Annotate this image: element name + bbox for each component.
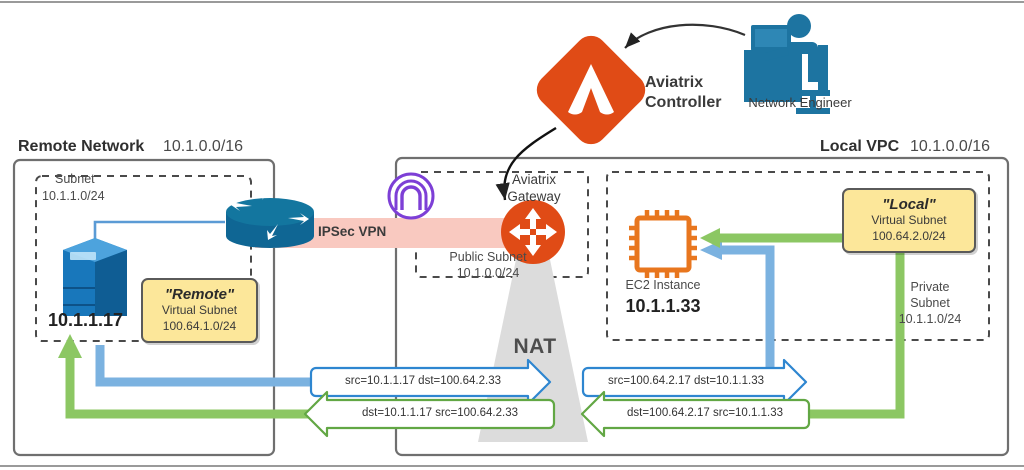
network-engineer-icon <box>744 14 830 114</box>
public-subnet-boundary <box>415 171 589 278</box>
server-tower-icon <box>63 238 127 316</box>
aviatrix-gateway-icon <box>501 200 565 264</box>
nat-label: NAT <box>513 335 557 358</box>
remote-virtual-subnet-cidr: 100.64.1.0/24 <box>162 318 237 333</box>
network-engineer-label: Network Engineer <box>748 95 852 110</box>
packet-return-left-shape <box>303 390 556 438</box>
packet-forward-left-shape <box>309 358 552 406</box>
router-icon <box>226 184 314 248</box>
local-virtual-subnet-cidr: 100.64.2.0/24 <box>872 228 946 243</box>
server-router-link <box>93 220 225 240</box>
remote-subnet-label: Subnet <box>55 172 95 186</box>
remote-network-title: Remote Network <box>18 138 145 155</box>
local-vpc-boundary <box>394 156 1010 457</box>
aviatrix-controller-label-2: Controller <box>645 94 722 111</box>
private-subnet-label-1: Private <box>910 280 950 294</box>
packet-forward-left-text: src=10.1.1.17 dst=100.64.2.33 <box>344 375 501 387</box>
return-arrowhead-ec2 <box>700 228 720 248</box>
aviatrix-gateway-label-2: Gateway <box>507 189 561 204</box>
ipsec-vpn-label: IPSec VPN <box>318 224 387 239</box>
vpn-tunnel-icon <box>387 172 435 220</box>
packet-return-left-text: dst=10.1.1.17 src=100.64.2.33 <box>361 407 518 419</box>
private-subnet-cidr: 10.1.1.0/24 <box>898 312 962 326</box>
remote-virtual-subnet-box: "Remote" Virtual Subnet 100.64.1.0/24 <box>141 278 258 344</box>
aviatrix-logo-icon <box>536 35 646 145</box>
remote-network-boundary <box>12 158 276 457</box>
public-subnet-label: Public Subnet <box>449 250 527 264</box>
controller-to-gateway-arrow <box>495 126 557 201</box>
remote-subnet-cidr: 10.1.1.0/24 <box>42 189 105 203</box>
packet-forward-right-text: src=100.64.2.17 dst=10.1.1.33 <box>607 375 764 387</box>
packet-return-right-text: dst=100.64.2.17 src=10.1.1.33 <box>626 407 783 419</box>
remote-server-ip: 10.1.1.17 <box>48 310 124 330</box>
public-subnet-cidr: 10.1.0.0/24 <box>456 266 520 280</box>
private-subnet-label-2: Subnet <box>910 296 950 310</box>
remote-virtual-subnet-type: Virtual Subnet <box>161 303 238 318</box>
local-virtual-subnet-name: "Local" <box>882 196 936 213</box>
remote-subnet-boundary <box>35 175 252 342</box>
private-subnet-boundary <box>606 171 990 341</box>
packet-return-right-shape <box>580 390 811 438</box>
local-virtual-subnet-type: Virtual Subnet <box>871 213 947 228</box>
ec2-instance-ip: 10.1.1.33 <box>625 296 701 316</box>
packet-forward-right-shape <box>581 358 808 406</box>
local-vpc-cidr: 10.1.0.0/16 <box>910 138 991 155</box>
aviatrix-controller-label-1: Aviatrix <box>645 74 704 91</box>
aviatrix-gateway-label-1: Aviatrix <box>511 172 556 187</box>
local-virtual-subnet-box: "Local" Virtual Subnet 100.64.2.0/24 <box>842 188 976 254</box>
local-vpc-title: Local VPC <box>820 138 900 155</box>
ec2-instance-label: EC2 Instance <box>625 278 701 292</box>
remote-virtual-subnet-name: "Remote" <box>164 286 235 303</box>
remote-network-cidr: 10.1.0.0/16 <box>163 138 244 155</box>
cpu-chip-icon <box>629 210 697 278</box>
engineer-to-controller-arrow <box>624 23 746 49</box>
